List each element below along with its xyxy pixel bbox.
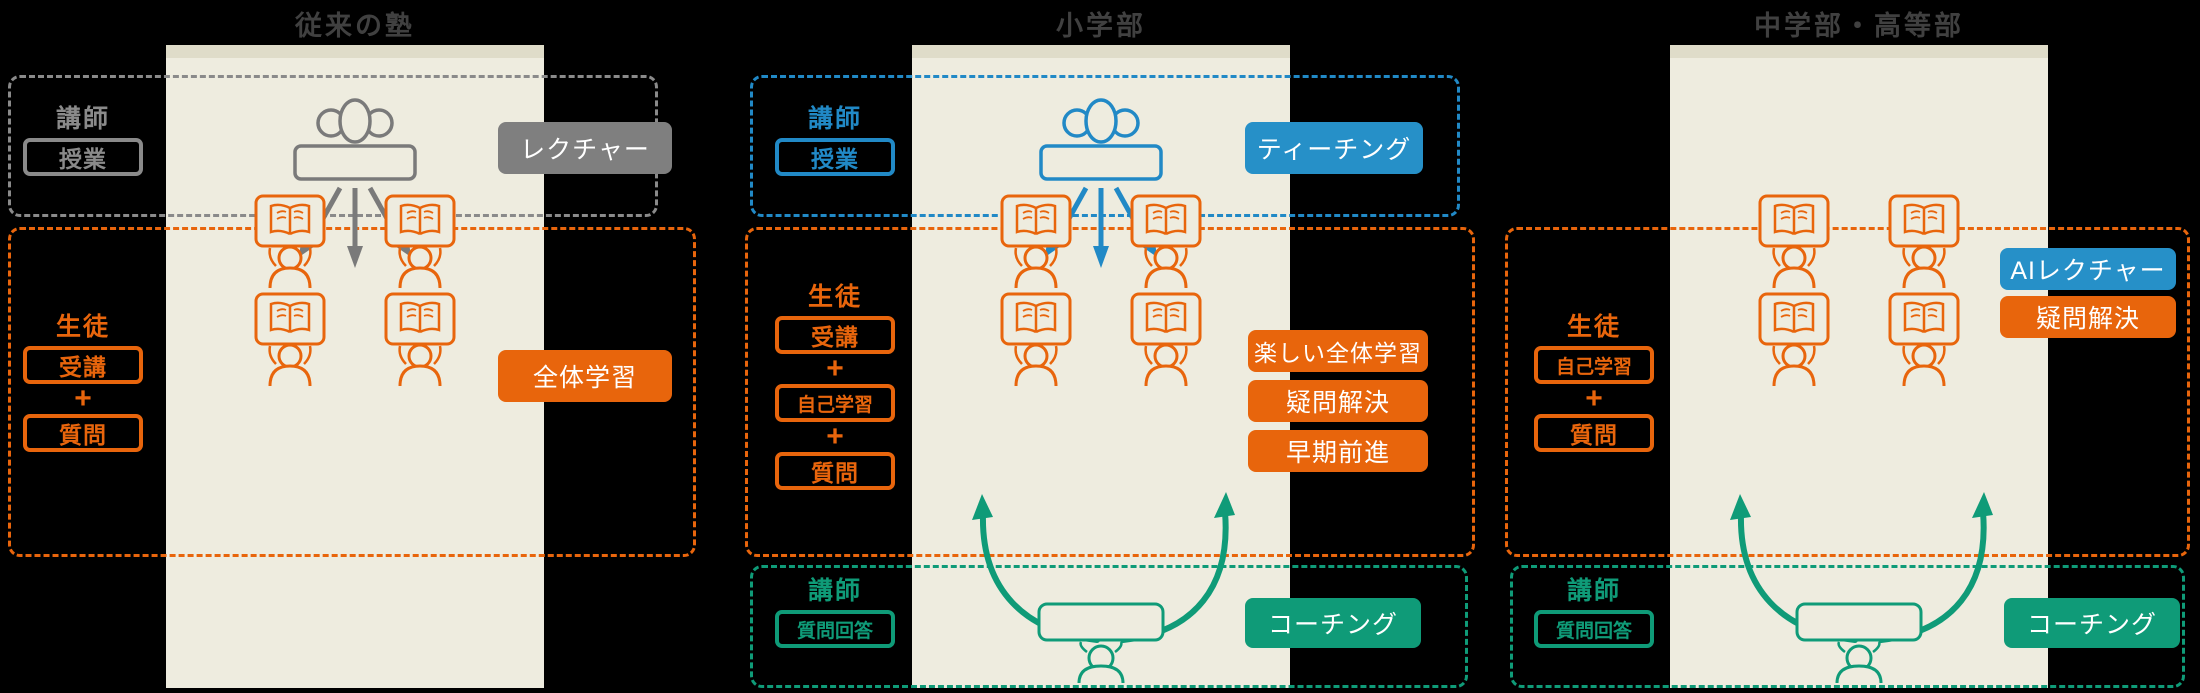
student-desk-icon	[250, 192, 330, 290]
student-desk-icon	[380, 290, 460, 388]
plus-sign: +	[74, 382, 92, 415]
panel1-teacher-group: 講師 授業	[23, 104, 143, 176]
coach-role-label: 講師	[1566, 577, 1621, 605]
student-desk-icon	[1884, 192, 1964, 290]
activity-box: 質問	[23, 414, 143, 452]
activity-box: 質問回答	[775, 610, 895, 648]
panel2-title: 小学部	[1056, 11, 1146, 41]
panel2-student-group: 生徒 受講 + 自己学習 + 質問	[775, 282, 895, 490]
coach-at-desk-icon	[1031, 598, 1171, 684]
activity-box: 質問	[775, 452, 895, 490]
panel3-student-zone	[1505, 227, 2190, 557]
panel3-title: 中学部・高等部	[1754, 11, 1964, 41]
panel3-student-group: 生徒 自己学習 + 質問	[1534, 312, 1654, 452]
plus-sign: +	[826, 352, 844, 385]
activity-box: 受講	[23, 346, 143, 384]
student-desk-icon	[1884, 290, 1964, 388]
student-desk-icon	[250, 290, 330, 388]
activity-box: 授業	[23, 138, 143, 176]
whole-class-learning-label: 全体学習	[498, 350, 672, 402]
panel2-student-zone	[745, 227, 1475, 557]
plus-sign: +	[826, 420, 844, 453]
plus-sign: +	[1585, 382, 1603, 415]
teacher-at-desk-icon	[1035, 96, 1167, 186]
student-role-label: 生徒	[1566, 313, 1621, 341]
lecture-label: レクチャー	[498, 122, 672, 174]
panel1-student-group: 生徒 受講 + 質問	[23, 312, 143, 452]
panel1-student-zone	[8, 227, 696, 557]
activity-box: 質問回答	[1534, 610, 1654, 648]
panel2-coach-group: 講師 質問回答	[775, 576, 895, 648]
panel1-title: 従来の塾	[295, 11, 415, 41]
panel2-teacher-group: 講師 授業	[775, 104, 895, 176]
teacher-at-desk-icon	[289, 96, 421, 186]
coaching-label: コーチング	[1245, 598, 1421, 648]
student-desk-icon	[1126, 290, 1206, 388]
activity-box: 受講	[775, 316, 895, 354]
activity-box: 自己学習	[775, 384, 895, 422]
student-desk-icon	[1126, 192, 1206, 290]
student-desk-icon	[996, 192, 1076, 290]
student-role-label: 生徒	[55, 313, 110, 341]
early-advancement-label: 早期前進	[1248, 430, 1428, 472]
activity-box: 質問	[1534, 414, 1654, 452]
teacher-role-label: 講師	[55, 105, 110, 133]
student-desk-icon	[1754, 192, 1834, 290]
coach-role-label: 講師	[807, 577, 862, 605]
coach-at-desk-icon	[1789, 598, 1929, 684]
teacher-role-label: 講師	[807, 105, 862, 133]
student-desk-icon	[380, 192, 460, 290]
coaching-label: コーチング	[2004, 598, 2180, 648]
question-solving-label: 疑問解決	[2000, 296, 2176, 338]
panel2-coaching-zone	[750, 565, 1468, 688]
fun-whole-learning-label: 楽しい全体学習	[1248, 330, 1428, 372]
panel3-coaching-zone	[1510, 565, 2185, 688]
activity-box: 自己学習	[1534, 346, 1654, 384]
panel3-coach-group: 講師 質問回答	[1534, 576, 1654, 648]
panel3-classroom-background	[1670, 45, 2048, 688]
student-desk-icon	[1754, 290, 1834, 388]
activity-box: 授業	[775, 138, 895, 176]
teaching-label: ティーチング	[1245, 122, 1423, 174]
ai-lecture-label: AIレクチャー	[2000, 248, 2176, 290]
student-desk-icon	[996, 290, 1076, 388]
panel2-teaching-zone	[750, 75, 1460, 217]
student-role-label: 生徒	[807, 283, 862, 311]
question-solving-label: 疑問解決	[1248, 380, 1428, 422]
